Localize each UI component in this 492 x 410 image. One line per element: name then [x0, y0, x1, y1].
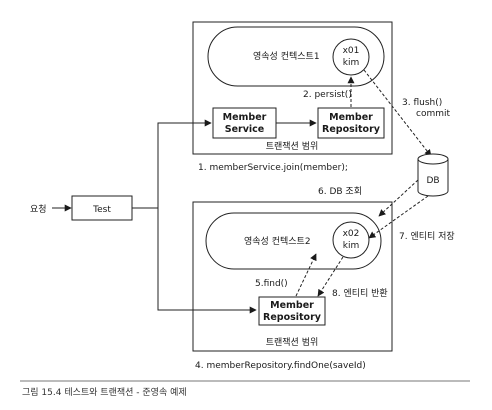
transaction-scope-1-label: 트랜잭션 범위: [266, 141, 319, 152]
persistence-context-2-label: 영속성 컨텍스트2: [244, 236, 311, 247]
step-6-label: 6. DB 조회: [318, 186, 362, 197]
step-3-label-1: 3. flush(): [402, 98, 442, 108]
entity-store-arrow: [368, 195, 429, 239]
request-label: 요청: [30, 204, 47, 215]
step-4-label: 4. memberRepository.findOne(saveId): [195, 361, 366, 371]
persistence-context-1-label: 영속성 컨텍스트1: [253, 51, 320, 62]
member-repository-1-label-1: Member: [329, 112, 373, 123]
test-to-repository-arrow: [132, 207, 257, 314]
member-repository-2-label-2: Repository: [263, 312, 322, 323]
member-repository-box-2: [258, 296, 326, 326]
member-service-label-1: Member: [223, 112, 267, 123]
entity-circle-1: [332, 38, 370, 76]
entity-2-name: kim: [343, 241, 359, 251]
step-8-label: 8. 엔티티 반환: [332, 287, 388, 299]
find-arrow: [295, 253, 317, 297]
transaction-scope-2: [192, 201, 393, 352]
db-lookup-arrow: [378, 179, 419, 217]
entity-1-name: kim: [343, 58, 359, 68]
entity-2-id: x02: [343, 229, 360, 239]
persistence-context-1: [207, 26, 385, 87]
entity-circle-2: [332, 221, 370, 259]
step-7-label: 7. 엔티티 저장: [399, 231, 455, 242]
database-label: DB: [426, 176, 439, 186]
member-repository-1-label-2: Repository: [322, 124, 381, 135]
transaction-scope-1: [192, 21, 393, 155]
database-cylinder: [417, 153, 449, 197]
figure-caption: 그림 15.4 테스트와 트랜잭션 - 준영속 예제: [22, 386, 187, 398]
step-2-label: 2. persist(): [303, 90, 352, 100]
entity-return-arrow: [317, 256, 344, 297]
member-service-label-2: Service: [225, 124, 265, 135]
member-repository-2-label-1: Member: [270, 300, 314, 311]
transaction-scope-2-label: 트랜잭션 범위: [266, 337, 319, 348]
persistence-context-2: [205, 212, 382, 270]
step-5-label: 5.find(): [255, 279, 288, 289]
member-repository-box-1: [317, 107, 385, 139]
entity-1-id: x01: [343, 46, 360, 56]
flush-commit-arrow: [363, 69, 432, 157]
step-3-label-2: commit: [416, 109, 450, 119]
test-label: Test: [92, 205, 111, 215]
step-1-label: 1. memberService.join(member);: [198, 163, 348, 173]
